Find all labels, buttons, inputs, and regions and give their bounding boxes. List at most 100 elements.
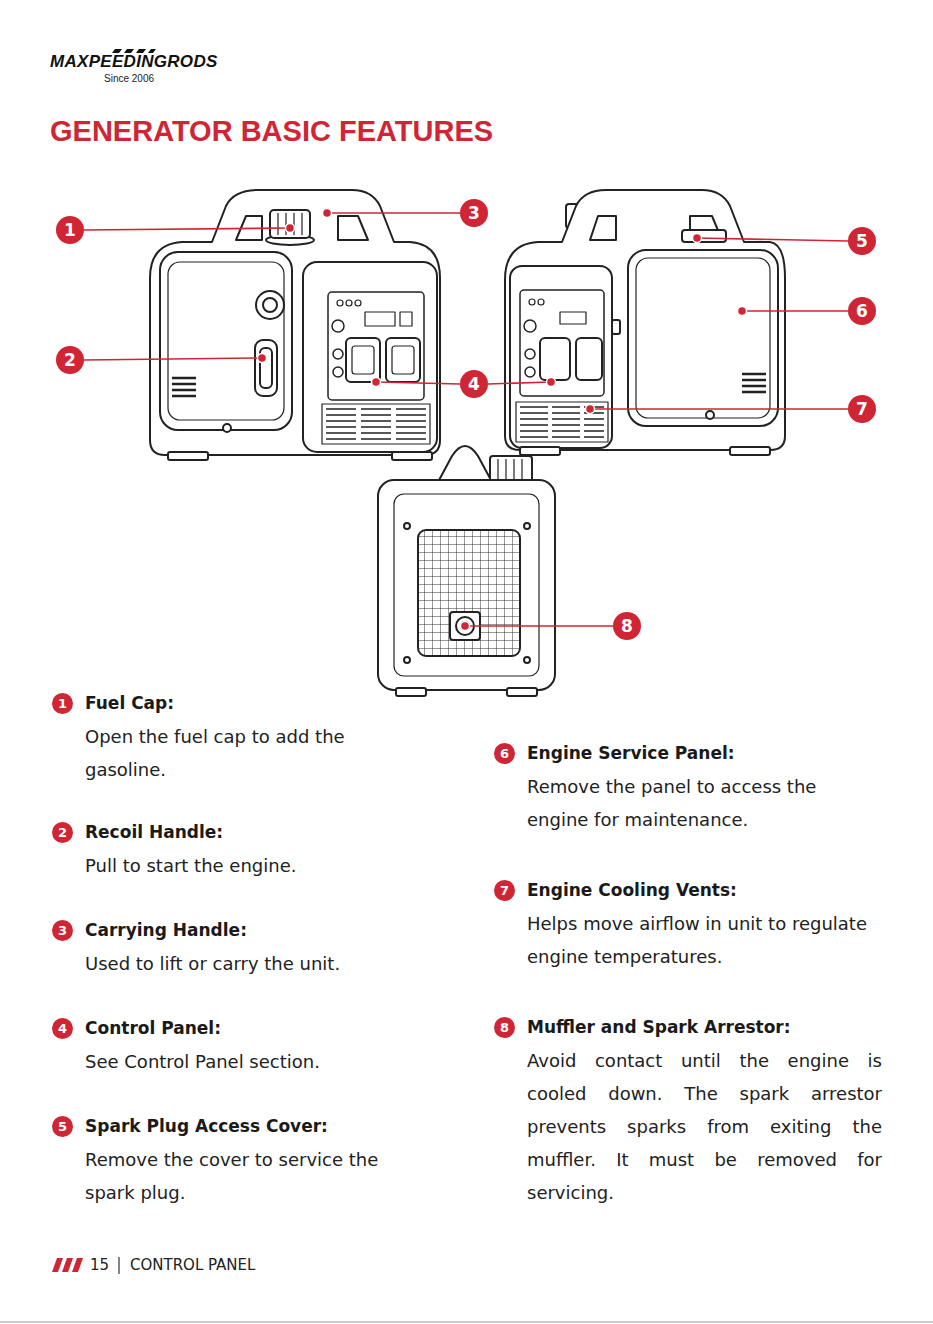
number-badge bbox=[52, 920, 73, 941]
leader-dot bbox=[461, 622, 470, 631]
feature-description: See Control Panel section. bbox=[85, 1045, 410, 1078]
generator-front-view bbox=[303, 262, 437, 452]
page-number: 15 bbox=[90, 1256, 109, 1274]
section-name: CONTROL PANEL bbox=[130, 1256, 255, 1274]
generator-back-view bbox=[378, 446, 555, 696]
generator-side-view bbox=[516, 402, 608, 442]
item-number: 5 bbox=[52, 1116, 73, 1137]
leader-dot bbox=[286, 224, 295, 233]
feature-description: Pull to start the engine. bbox=[85, 849, 410, 882]
leader-line bbox=[84, 358, 262, 360]
feature-heading: Recoil Handle: bbox=[85, 819, 223, 845]
item-number: 6 bbox=[494, 743, 515, 764]
generator-front-view bbox=[150, 190, 440, 455]
generator-front-view bbox=[160, 252, 292, 430]
leader-line bbox=[697, 238, 848, 241]
generator-front-view bbox=[326, 409, 426, 439]
brand-tagline: Since 2006 bbox=[104, 73, 154, 85]
number-badge bbox=[494, 1017, 515, 1038]
generator-side-view bbox=[682, 230, 726, 242]
generator-side-view bbox=[520, 290, 604, 396]
generator-front-view bbox=[352, 346, 374, 374]
leader-dot bbox=[372, 378, 381, 387]
item-number: 2 bbox=[52, 822, 73, 843]
generator-back-view bbox=[396, 688, 426, 696]
generator-front-view bbox=[322, 404, 430, 444]
generator-side-view bbox=[525, 349, 535, 359]
generator-side-view bbox=[628, 250, 778, 426]
feature-description: Avoid contact until the engine is cooled… bbox=[527, 1044, 882, 1209]
generator-side-view bbox=[510, 266, 612, 448]
callout-marker: 5 bbox=[848, 227, 876, 255]
generator-back-view bbox=[404, 523, 410, 529]
callout-marker: 4 bbox=[460, 370, 488, 398]
generator-front-view bbox=[328, 292, 424, 400]
footer-separator bbox=[118, 1257, 119, 1274]
leader-line bbox=[84, 228, 290, 230]
callout-number: 2 bbox=[56, 346, 84, 374]
leader-dot bbox=[693, 234, 702, 243]
generator-side-view bbox=[524, 320, 536, 332]
generator-back-view bbox=[524, 657, 530, 663]
callout-circle bbox=[848, 297, 876, 325]
generator-front-view bbox=[392, 346, 414, 374]
page-edge bbox=[0, 1322, 933, 1323]
leader-dot bbox=[258, 354, 267, 363]
callout-number: 4 bbox=[460, 370, 488, 398]
item-number: 1 bbox=[52, 693, 73, 714]
feature-item: 8Muffler and Spark Arrestor:Avoid contac… bbox=[494, 1014, 882, 1209]
generator-front-view bbox=[255, 340, 277, 396]
generator-front-view bbox=[392, 452, 432, 460]
generator-side-view bbox=[590, 216, 616, 240]
generator-side-view bbox=[505, 190, 785, 455]
generator-back-view bbox=[394, 494, 539, 676]
generator-side-view bbox=[538, 299, 544, 305]
feature-item: 6Engine Service Panel:Remove the panel t… bbox=[494, 740, 882, 836]
leader-line bbox=[488, 382, 551, 384]
generator-side-view bbox=[505, 190, 785, 450]
callout-marker: 6 bbox=[848, 297, 876, 325]
generator-front-view bbox=[278, 213, 302, 235]
generator-front-view bbox=[223, 424, 231, 432]
generator-front-view bbox=[333, 349, 343, 359]
callout-circle bbox=[56, 216, 84, 244]
leader-dot bbox=[547, 378, 556, 387]
generator-front-view bbox=[172, 378, 196, 396]
item-number: 7 bbox=[494, 880, 515, 901]
feature-item: 3Carrying Handle:Used to lift or carry t… bbox=[52, 917, 410, 980]
footer-mark bbox=[72, 1258, 83, 1272]
footer-mark bbox=[52, 1258, 63, 1272]
feature-description: Used to lift or carry the unit. bbox=[85, 947, 410, 980]
generator-back-view bbox=[498, 459, 522, 481]
feature-heading: Control Panel: bbox=[85, 1015, 221, 1041]
feature-heading: Fuel Cap: bbox=[85, 690, 174, 716]
feature-heading: Muffler and Spark Arrestor: bbox=[527, 1014, 791, 1040]
generator-side-view bbox=[730, 447, 770, 455]
generator-back-view bbox=[507, 688, 537, 696]
callout-marker: 8 bbox=[613, 612, 641, 640]
callout-marker: 3 bbox=[460, 199, 488, 227]
generator-side-view bbox=[520, 447, 560, 455]
generator-side-view bbox=[529, 299, 535, 305]
callout-number: 8 bbox=[613, 612, 641, 640]
feature-description: Open the fuel cap to add the gasoline. bbox=[85, 720, 410, 786]
generator-front-view bbox=[270, 210, 310, 238]
feature-heading: Engine Service Panel: bbox=[527, 740, 735, 766]
generator-front-view bbox=[400, 312, 412, 326]
feature-item: 5Spark Plug Access Cover:Remove the cove… bbox=[52, 1113, 410, 1209]
number-badge bbox=[494, 743, 515, 764]
item-number: 3 bbox=[52, 920, 73, 941]
generator-front-view bbox=[346, 300, 352, 306]
generator-front-view bbox=[263, 298, 277, 312]
leader-line bbox=[327, 212, 460, 214]
callout-number: 7 bbox=[848, 395, 876, 423]
feature-item: 7Engine Cooling Vents:Helps move airflow… bbox=[494, 877, 882, 973]
feature-heading: Spark Plug Access Cover: bbox=[85, 1113, 328, 1139]
callout-marker: 2 bbox=[56, 346, 84, 374]
callout-circle bbox=[56, 346, 84, 374]
generator-front-view bbox=[256, 291, 284, 319]
leader-dot bbox=[738, 307, 747, 316]
item-number: 4 bbox=[52, 1018, 73, 1039]
generator-front-view bbox=[338, 216, 368, 240]
